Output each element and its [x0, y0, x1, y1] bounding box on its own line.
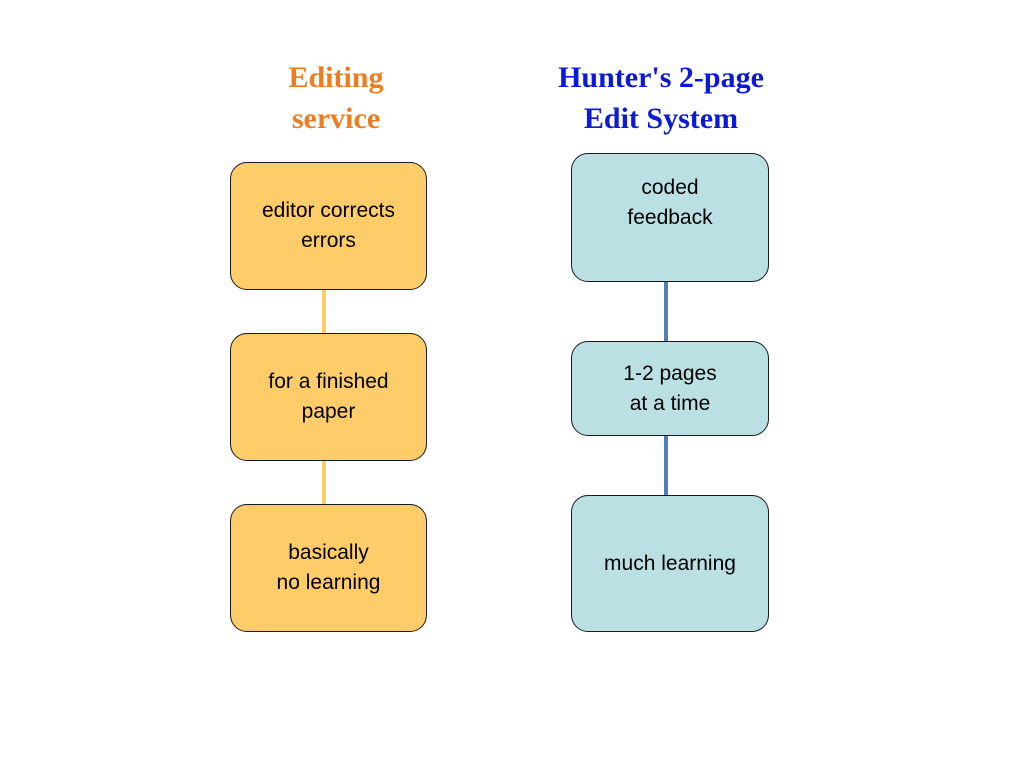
edit-system-heading: Hunter's 2-page Edit System	[520, 57, 802, 139]
box-text: 1-2 pages at a time	[623, 359, 716, 419]
pages-at-a-time-box: 1-2 pages at a time	[571, 341, 769, 436]
editing-service-heading: Editing service	[236, 57, 436, 139]
box-text-line: 1-2 pages	[623, 361, 717, 385]
left-connector	[322, 290, 326, 333]
box-text-line: editor corrects	[261, 199, 396, 222]
coded-feedback-box: coded feedback	[571, 153, 769, 282]
box-text-line: paper	[301, 400, 356, 423]
heading-line: Edit System	[583, 102, 739, 135]
box-text: editor corrects errors	[262, 196, 395, 256]
box-text: coded feedback	[627, 173, 712, 233]
box-text-line: feedback	[627, 205, 713, 229]
box-text: much learning	[604, 549, 736, 579]
much-learning-box: much learning	[571, 495, 769, 632]
right-connector	[664, 281, 668, 342]
heading-line: Editing	[288, 61, 384, 94]
box-text-line: much learning	[604, 551, 736, 575]
box-text-line: errors	[301, 229, 356, 252]
finished-paper-box: for a finished paper	[230, 333, 427, 461]
box-text-line: no learning	[276, 571, 381, 594]
box-text-line: basically	[288, 541, 369, 564]
box-text: basically no learning	[277, 538, 381, 598]
right-connector	[664, 435, 668, 495]
no-learning-box: basically no learning	[230, 504, 427, 632]
box-text: for a finished paper	[268, 367, 388, 427]
box-text-line: at a time	[629, 391, 711, 415]
heading-line: Hunter's 2-page	[558, 61, 764, 94]
box-text-line: for a finished	[268, 370, 389, 393]
box-text-line: coded	[641, 175, 699, 199]
editor-corrects-errors-box: editor corrects errors	[230, 162, 427, 290]
left-connector	[322, 460, 326, 504]
heading-line: service	[291, 102, 381, 135]
